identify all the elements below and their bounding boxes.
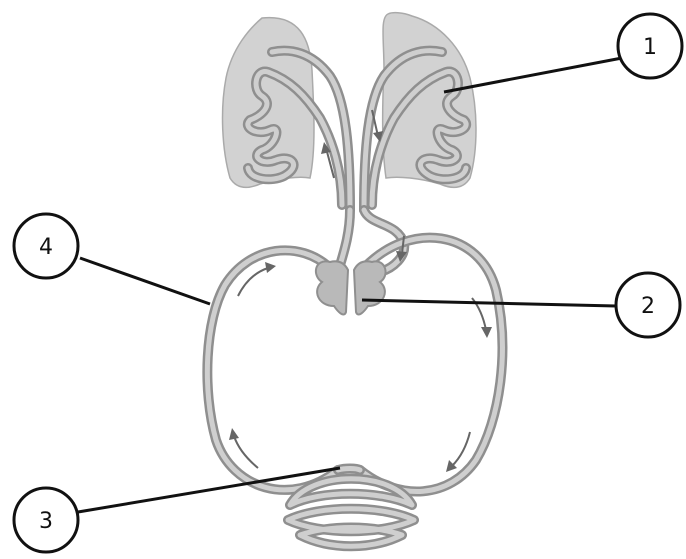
callout-4: 4 xyxy=(14,214,210,304)
callout-2-leader xyxy=(362,300,616,306)
callout-3-label: 3 xyxy=(39,509,53,534)
capillary-bed xyxy=(288,469,414,547)
heart xyxy=(316,261,386,314)
callout-3: 3 xyxy=(14,468,340,552)
callout-2-label: 2 xyxy=(641,294,655,319)
callout-1-label: 1 xyxy=(643,35,657,60)
callout-1: 1 xyxy=(444,14,682,92)
callout-2: 2 xyxy=(362,273,680,337)
left-heart-chambers xyxy=(316,261,348,314)
pulmonary-vessels xyxy=(248,51,466,210)
callout-4-label: 4 xyxy=(39,235,53,260)
callout-1-leader xyxy=(444,58,622,92)
right-heart-chambers xyxy=(354,261,386,314)
callout-4-leader xyxy=(80,258,210,304)
